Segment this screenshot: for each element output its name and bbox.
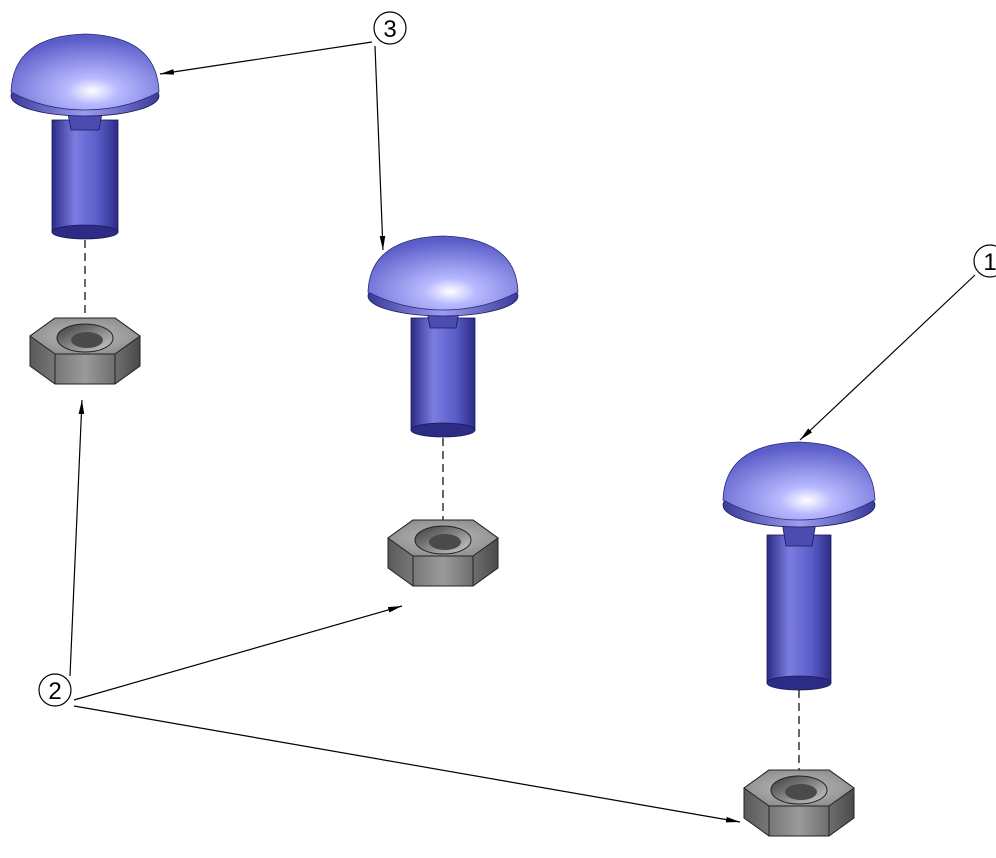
leader-2-to-nut-b	[73, 605, 403, 701]
leader-3-to-bolt-a	[159, 41, 373, 75]
balloon-3-label: 3	[383, 16, 396, 43]
balloon-2-label: 2	[48, 678, 61, 705]
leader-1-to-bolt-c	[799, 274, 976, 441]
balloon-3: 3	[373, 11, 407, 45]
carriage-bolt-c	[722, 441, 876, 691]
balloon-1-label: 1	[983, 249, 996, 276]
leader-lines	[69, 41, 976, 823]
leader-2-to-nut-c	[73, 705, 741, 823]
leader-2-to-nut-a	[69, 399, 85, 677]
axis-lines	[84, 240, 800, 772]
hex-nut-a	[29, 317, 141, 385]
carriage-bolt-a	[10, 33, 160, 240]
carriage-bolt-b	[367, 235, 519, 438]
hex-nut-c	[743, 769, 855, 837]
hex-nut-b	[387, 519, 499, 587]
balloon-1: 1	[973, 244, 996, 278]
leader-3-to-bolt-b	[374, 45, 386, 251]
balloon-2: 2	[38, 673, 72, 707]
